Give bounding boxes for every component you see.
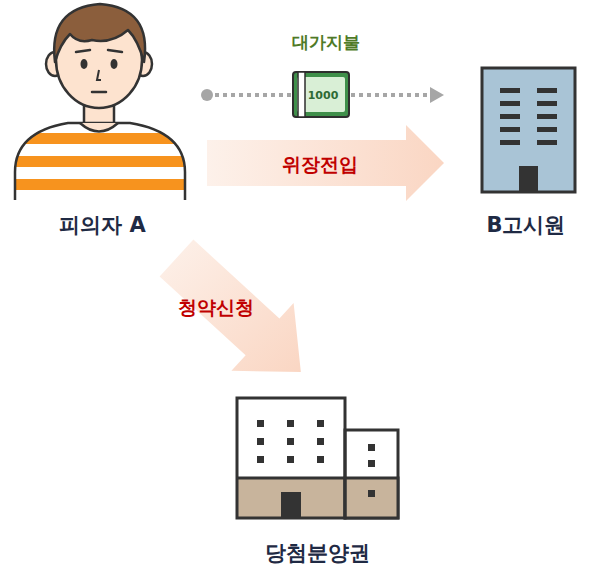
apartment-building	[237, 398, 398, 518]
block-arrow	[160, 240, 301, 372]
node-label: B고시원	[486, 213, 565, 240]
bill-value: 1000	[308, 90, 339, 101]
edge-label: 대가지불	[292, 32, 360, 52]
building-node: B고시원	[462, 60, 590, 240]
gosiwon-building	[482, 68, 575, 192]
block-arrow	[207, 125, 444, 201]
edge-label: 위장전입	[282, 153, 358, 176]
edge-group	[160, 240, 301, 372]
connector-start-dot	[201, 89, 213, 101]
edge-label: 청약신청	[178, 296, 254, 319]
node-label: 피의자 A	[59, 213, 146, 240]
edge-group	[207, 125, 444, 201]
node-label: 당첨분양권	[265, 541, 370, 568]
person-node: 피의자 A	[10, 0, 195, 240]
arrowhead	[430, 87, 444, 103]
suspect-figure	[10, 4, 190, 200]
building-node: 당첨분양권	[225, 390, 410, 568]
